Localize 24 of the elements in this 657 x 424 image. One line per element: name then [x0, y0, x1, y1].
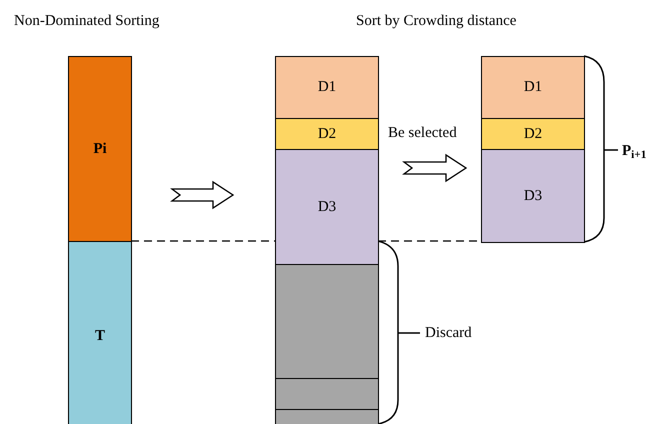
- segment-label: Pi: [93, 140, 107, 159]
- segment-box: [481, 56, 585, 119]
- hollow-arrow: [170, 180, 234, 210]
- bracket-label: Discard: [425, 324, 472, 343]
- page-title: Sort by Crowding distance: [356, 12, 516, 31]
- segment-label: D1: [524, 78, 542, 98]
- segment-label: T: [94, 327, 105, 346]
- segment-box: [481, 149, 585, 243]
- hollow-arrow: [402, 154, 468, 182]
- empty-segment-box: [275, 378, 379, 410]
- segment-box: [68, 241, 132, 424]
- segment-label: D3: [524, 186, 542, 206]
- segment-label: D3: [318, 198, 336, 217]
- segment-box: [275, 118, 379, 150]
- segment-box: [481, 118, 585, 150]
- segment-label: D2: [318, 124, 336, 144]
- bracket-label: P$_{i+1}$: [622, 142, 646, 162]
- edge-label: Be selected: [388, 124, 457, 143]
- page-title: Non-Dominated Sorting: [14, 12, 160, 31]
- segment-box: [275, 149, 379, 265]
- segment-label: D2: [524, 124, 542, 144]
- segment-box: [275, 56, 379, 119]
- segment-label: D1: [318, 78, 336, 98]
- segment-box: [68, 56, 132, 242]
